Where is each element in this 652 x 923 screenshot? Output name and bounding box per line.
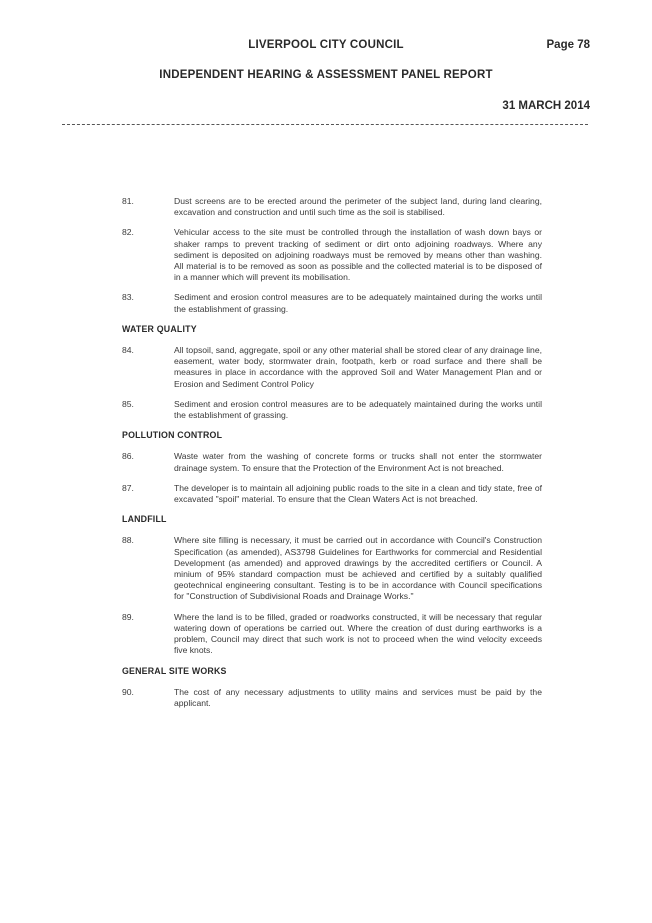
condition-number: 86. (122, 451, 134, 462)
council-name: LIVERPOOL CITY COUNCIL (248, 39, 404, 51)
condition-item: 85. Sediment and erosion control measures… (122, 399, 542, 421)
condition-item: 81. Dust screens are to be erected around… (122, 196, 542, 218)
condition-number: 82. (122, 227, 134, 238)
condition-item: 84. All topsoil, sand, aggregate, spoil o… (122, 345, 542, 390)
condition-number: 90. (122, 686, 134, 697)
condition-text: The developer is to maintain all adjoini… (174, 482, 542, 505)
condition-text: Vehicular access to the site must be con… (174, 227, 542, 283)
condition-text: Dust screens are to be erected around th… (174, 196, 542, 218)
condition-item: 87. The developer is to maintain all adjo… (122, 483, 542, 505)
condition-item: 83. Sediment and erosion control measures… (122, 292, 542, 314)
report-title: INDEPENDENT HEARING & ASSESSMENT PANEL R… (159, 69, 493, 81)
report-date: 31 MARCH 2014 (502, 100, 590, 112)
condition-number: 85. (122, 398, 134, 409)
condition-text: Where the land is to be filled, graded o… (174, 611, 542, 656)
section-heading: WATER QUALITY (122, 323, 197, 334)
section-heading: LANDFILL (122, 514, 167, 525)
condition-number: 83. (122, 292, 134, 303)
condition-number: 81. (122, 196, 134, 206)
condition-item: 89. Where the land is to be filled, grade… (122, 612, 542, 657)
condition-text: Sediment and erosion control measures ar… (174, 398, 542, 421)
page-number: Page 78 (546, 39, 590, 51)
condition-item: 86. Waste water from the washing of concr… (122, 451, 542, 473)
condition-number: 87. (122, 482, 134, 493)
header-divider (62, 124, 588, 125)
condition-text: All topsoil, sand, aggregate, spoil or a… (174, 345, 542, 389)
condition-text: The cost of any necessary adjustments to… (174, 686, 542, 708)
condition-number: 89. (122, 611, 134, 622)
condition-item: 90. The cost of any necessary adjustments… (122, 687, 542, 709)
conditions-body: 81. Dust screens are to be erected around… (122, 196, 542, 718)
section-heading: POLLUTION CONTROL (122, 430, 223, 441)
condition-text: Where site filling is necessary, it must… (174, 535, 542, 602)
section-heading: GENERAL SITE WORKS (122, 665, 227, 676)
condition-text: Sediment and erosion control measures ar… (174, 292, 542, 314)
condition-number: 88. (122, 535, 134, 546)
condition-item: 82. Vehicular access to the site must be … (122, 227, 542, 283)
condition-text: Waste water from the washing of concrete… (174, 451, 542, 473)
condition-number: 84. (122, 345, 134, 356)
condition-item: 88. Where site filling is necessary, it m… (122, 535, 542, 602)
